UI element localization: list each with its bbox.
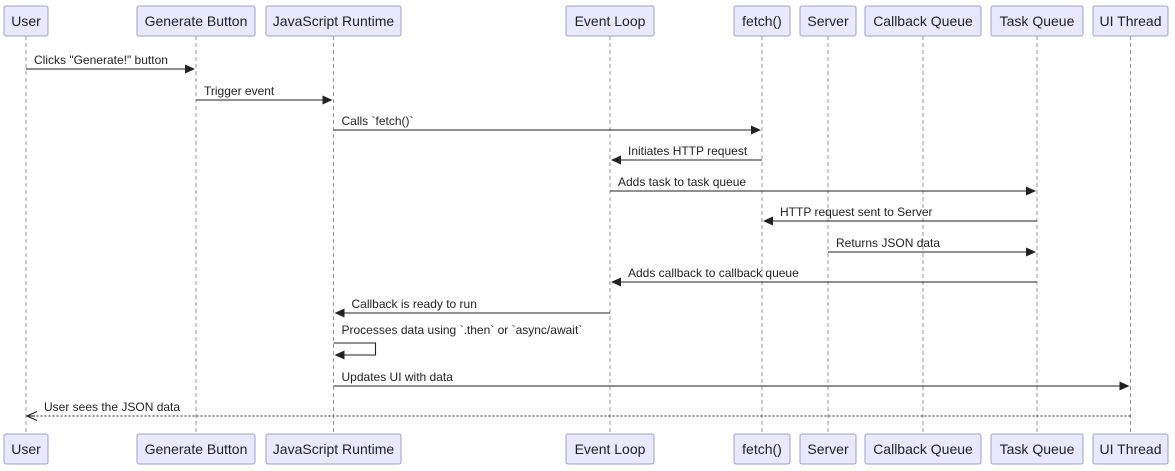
participant-box (799, 5, 857, 37)
message-label: User sees the JSON data (44, 400, 180, 414)
message-label: Clicks "Generate!" button (34, 53, 168, 67)
participant-box (3, 5, 49, 37)
participant-label: Task Queue (1000, 441, 1075, 457)
participant-taskqueue-top: Task Queue (990, 5, 1084, 37)
participant-loop-bottom: Event Loop (565, 433, 655, 465)
participant-box (799, 433, 857, 465)
participant-box (733, 5, 791, 37)
message-9: Callback is ready to run (334, 297, 610, 318)
participant-label: UI Thread (1100, 441, 1162, 457)
message-8: Adds callback to callback queue (611, 266, 1037, 287)
participant-label: Server (807, 441, 849, 457)
participant-box (733, 433, 791, 465)
participant-label: Server (807, 13, 849, 29)
participant-box (1092, 433, 1169, 465)
arrowhead (1119, 381, 1130, 391)
participants-bottom: User Generate Button JavaScript Runtime Eve… (3, 433, 1169, 465)
message-label: Callback is ready to run (352, 297, 477, 311)
participant-label: Task Queue (1000, 13, 1075, 29)
message-1: Clicks "Generate!" button (26, 53, 195, 74)
participant-cbqueue-bottom: Callback Queue (864, 433, 982, 465)
participant-label: fetch() (742, 13, 782, 29)
message-label: Initiates HTTP request (628, 144, 748, 158)
participant-box (136, 433, 256, 465)
participant-box (1092, 5, 1169, 37)
arrowhead (751, 125, 761, 135)
participants-top: User Generate Button JavaScript Runtime Eve… (3, 5, 1169, 37)
message-2: Trigger event (196, 84, 333, 105)
participant-label: Generate Button (145, 441, 248, 457)
participant-taskqueue-bottom: Task Queue (990, 433, 1084, 465)
arrowhead (322, 95, 333, 105)
participant-ui-top: UI Thread (1092, 5, 1169, 37)
message-label: Calls `fetch()` (342, 114, 414, 128)
arrowhead (1026, 186, 1036, 196)
participant-fetch-top: fetch() (733, 5, 791, 37)
participant-label: JavaScript Runtime (273, 13, 395, 29)
participant-box (136, 5, 256, 37)
participant-box (864, 433, 982, 465)
participant-runtime-top: JavaScript Runtime (265, 5, 402, 37)
participant-label: Event Loop (575, 13, 646, 29)
participant-cbqueue-top: Callback Queue (864, 5, 982, 37)
participant-ui-bottom: UI Thread (1092, 433, 1169, 465)
participant-label: fetch() (742, 441, 782, 457)
message-6: HTTP request sent to Server (763, 205, 1037, 226)
message-label: Trigger event (204, 84, 275, 98)
participant-box (864, 5, 982, 37)
participant-server-top: Server (799, 5, 857, 37)
message-10: Processes data using `.then` or `async/a… (333, 323, 583, 360)
arrowhead (185, 64, 195, 74)
participant-label: Generate Button (145, 13, 248, 29)
message-12: User sees the JSON data (25, 400, 1131, 422)
participant-box (565, 5, 655, 37)
message-4: Initiates HTTP request (611, 144, 762, 165)
message-label: Returns JSON data (836, 236, 940, 250)
arrowhead (334, 350, 345, 360)
participant-server-bottom: Server (799, 433, 857, 465)
participant-box (565, 433, 655, 465)
participant-runtime-bottom: JavaScript Runtime (265, 433, 402, 465)
participant-box (990, 5, 1084, 37)
message-label: Adds task to task queue (618, 175, 746, 189)
participant-box (990, 433, 1084, 465)
participant-box (265, 5, 402, 37)
participant-label: JavaScript Runtime (273, 441, 395, 457)
participant-box (265, 433, 402, 465)
participant-box (3, 433, 49, 465)
participant-label: User (11, 13, 41, 29)
participant-loop-top: Event Loop (565, 5, 655, 37)
participant-label: Callback Queue (873, 441, 973, 457)
participant-label: Callback Queue (873, 13, 973, 29)
message-11: Updates UI with data (333, 370, 1130, 391)
message-5: Adds task to task queue (610, 175, 1036, 196)
message-7: Returns JSON data (828, 236, 1036, 257)
arrowhead (1026, 247, 1036, 257)
participant-label: Event Loop (575, 441, 646, 457)
lifelines (25, 36, 1131, 434)
participant-label: User (11, 441, 41, 457)
participant-label: UI Thread (1100, 13, 1162, 29)
message-label: Updates UI with data (342, 370, 454, 384)
participant-fetch-bottom: fetch() (733, 433, 791, 465)
message-label: HTTP request sent to Server (780, 205, 933, 219)
arrowhead (763, 216, 773, 226)
message-label: Processes data using `.then` or `async/a… (342, 323, 583, 337)
message-3: Calls `fetch()` (333, 114, 761, 135)
participant-button-bottom: Generate Button (136, 433, 256, 465)
message-label: Adds callback to callback queue (628, 266, 799, 280)
arrowhead (334, 308, 345, 318)
arrowhead (611, 155, 621, 165)
arrowhead (611, 277, 621, 287)
message-arrow-line (333, 342, 377, 356)
participant-button-top: Generate Button (136, 5, 256, 37)
participant-user-top: User (3, 5, 49, 37)
participant-user-bottom: User (3, 433, 49, 465)
